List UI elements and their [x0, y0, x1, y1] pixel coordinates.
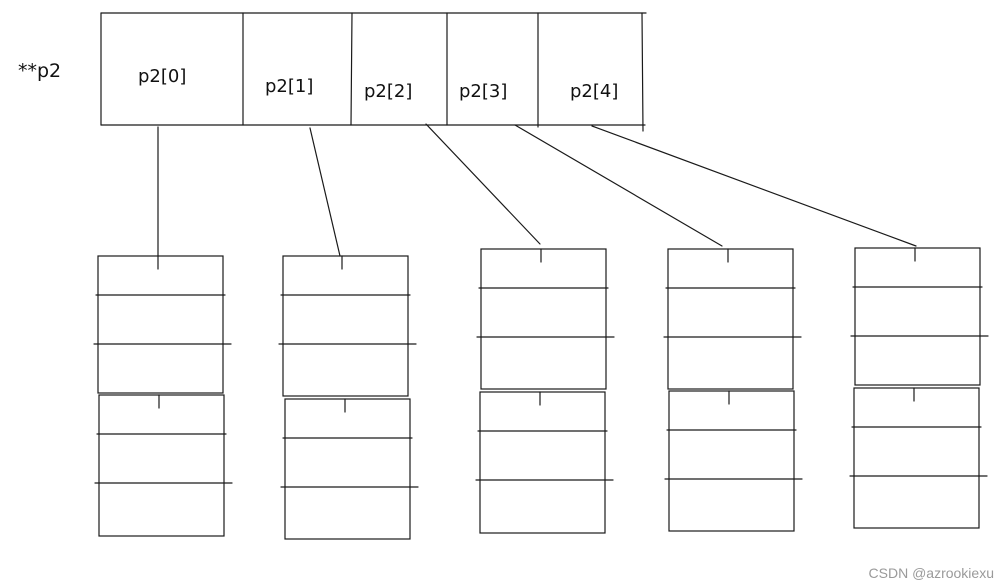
pointer-array-right-edge: [641, 12, 644, 132]
memory-column-1: [278, 255, 419, 540]
slot-label-0: p2[0]: [138, 66, 186, 87]
connector-3: [514, 124, 723, 247]
pointer-array-divider: [350, 12, 353, 126]
watermark-text: CSDN @azrookiexu: [868, 565, 994, 581]
memory-block: [480, 248, 607, 390]
connector-1: [309, 127, 341, 257]
connector-2: [425, 123, 541, 245]
slot-label-1: p2[1]: [265, 76, 313, 97]
memory-block: [668, 390, 795, 532]
memory-block: [284, 398, 411, 540]
slot-label-4: p2[4]: [570, 81, 618, 102]
memory-column-0: [93, 255, 233, 537]
memory-block: [667, 248, 794, 390]
memory-column-4: [849, 247, 989, 529]
slot-label-2: p2[2]: [364, 81, 412, 102]
connector-4: [591, 125, 917, 247]
memory-block: [97, 255, 224, 394]
pointer-name-label: **p2: [18, 60, 61, 82]
memory-column-3: [663, 248, 803, 532]
pointer-connectors: [157, 123, 917, 257]
pointer-array: p2[0] p2[1] p2[2] p2[3] p2[4]: [100, 12, 647, 132]
memory-block: [854, 247, 981, 386]
slot-label-3: p2[3]: [459, 81, 507, 102]
memory-column-2: [475, 248, 615, 534]
memory-block: [98, 394, 225, 537]
memory-block: [282, 255, 409, 397]
memory-block: [853, 387, 980, 529]
memory-block: [479, 391, 606, 534]
